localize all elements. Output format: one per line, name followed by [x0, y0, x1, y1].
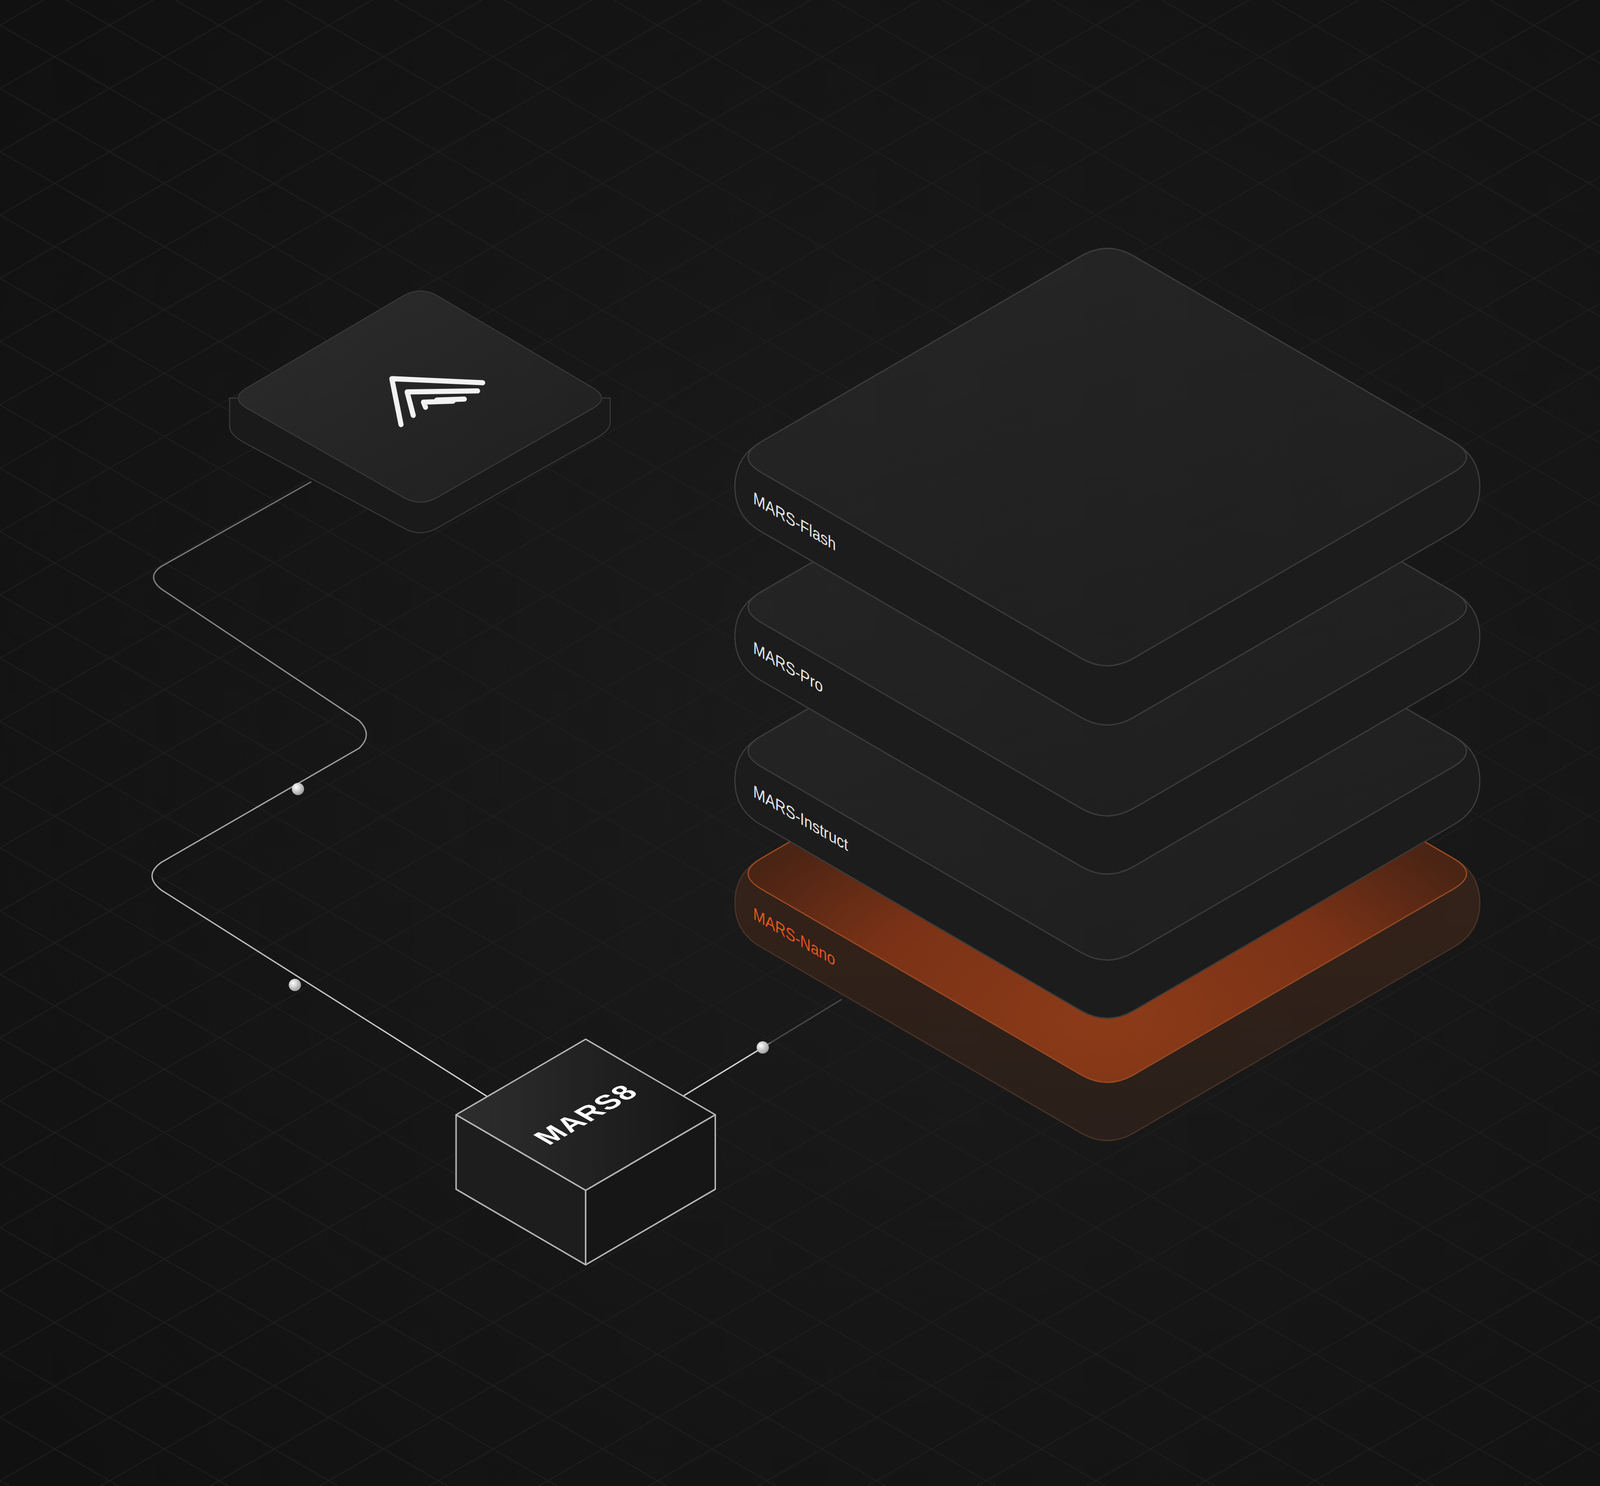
grid-line — [0, 0, 1600, 26]
logo-stroke — [436, 399, 465, 401]
junction-dot — [288, 978, 302, 991]
grid-line — [0, 0, 1600, 254]
junction-dot — [756, 1040, 770, 1054]
grid-line — [0, 1227, 1600, 1486]
grid-line — [0, 240, 1600, 1164]
grid-line — [0, 1353, 1600, 1486]
illustration — [152, 290, 611, 1096]
grid-line — [0, 1062, 1600, 1486]
grid-line — [0, 999, 1600, 1486]
grid-line — [0, 1379, 1600, 1486]
grid-line — [0, 1126, 1600, 1486]
grid-line — [0, 974, 1600, 1486]
grid-line — [0, 0, 1600, 215]
grid-line — [0, 0, 1600, 443]
logo-slab-top — [238, 290, 602, 503]
grid-line — [0, 1480, 1600, 1486]
grid-line — [0, 1037, 1600, 1486]
grid-line — [0, 1100, 1600, 1486]
grid-line — [0, 0, 1600, 279]
node-shape — [451, 1033, 721, 1270]
connector — [683, 998, 842, 1096]
grid-line — [0, 0, 1600, 405]
grid-line — [0, 1164, 1600, 1486]
grid-line — [0, 1188, 1600, 1486]
junction-dot — [291, 782, 305, 795]
node-shape — [729, 235, 1485, 738]
logo-mark — [391, 378, 483, 425]
grid-line — [0, 935, 1600, 1486]
grid-line — [0, 0, 1600, 342]
connector-group — [683, 998, 842, 1096]
cube-top-face — [456, 1038, 716, 1190]
grid-line — [0, 1315, 1600, 1486]
layer-top — [747, 665, 1467, 1083]
grid-line — [0, 0, 1600, 317]
logo-stroke — [391, 378, 483, 425]
grid-line — [0, 0, 1600, 64]
grid-line — [0, 0, 1600, 190]
grid-line — [0, 1442, 1600, 1486]
layer-side — [734, 665, 1480, 1141]
model-cube: MARS8 — [451, 1033, 721, 1270]
grid-line — [0, 1417, 1600, 1486]
grid-line — [0, 1290, 1600, 1486]
logo-stroke — [407, 390, 478, 415]
grid-line — [0, 0, 1600, 152]
wire — [152, 481, 487, 1096]
model-layer: MARS-Flash — [729, 235, 1485, 738]
grid-line — [0, 1252, 1600, 1486]
connectors — [683, 998, 842, 1096]
